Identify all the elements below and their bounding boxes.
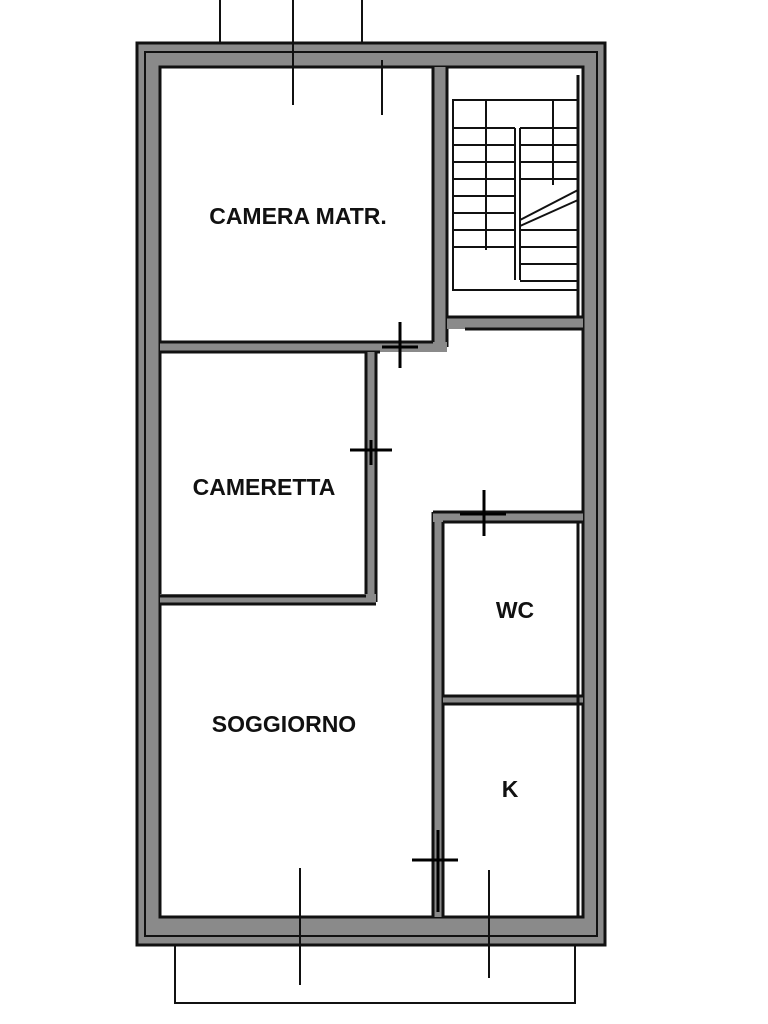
bottom-balcony	[174, 868, 576, 1004]
top-balcony	[219, 0, 383, 115]
door-marks	[350, 322, 506, 912]
staircase	[452, 99, 579, 291]
interior-walls	[160, 67, 583, 917]
outer-walls	[135, 41, 607, 947]
room-label-cameretta: CAMERETTA	[193, 474, 336, 500]
room-label-camera-matr: CAMERA MATR.	[209, 203, 387, 229]
room-label-k: K	[502, 776, 519, 802]
room-label-soggiorno: SOGGIORNO	[212, 711, 356, 737]
room-label-wc: WC	[496, 597, 534, 623]
